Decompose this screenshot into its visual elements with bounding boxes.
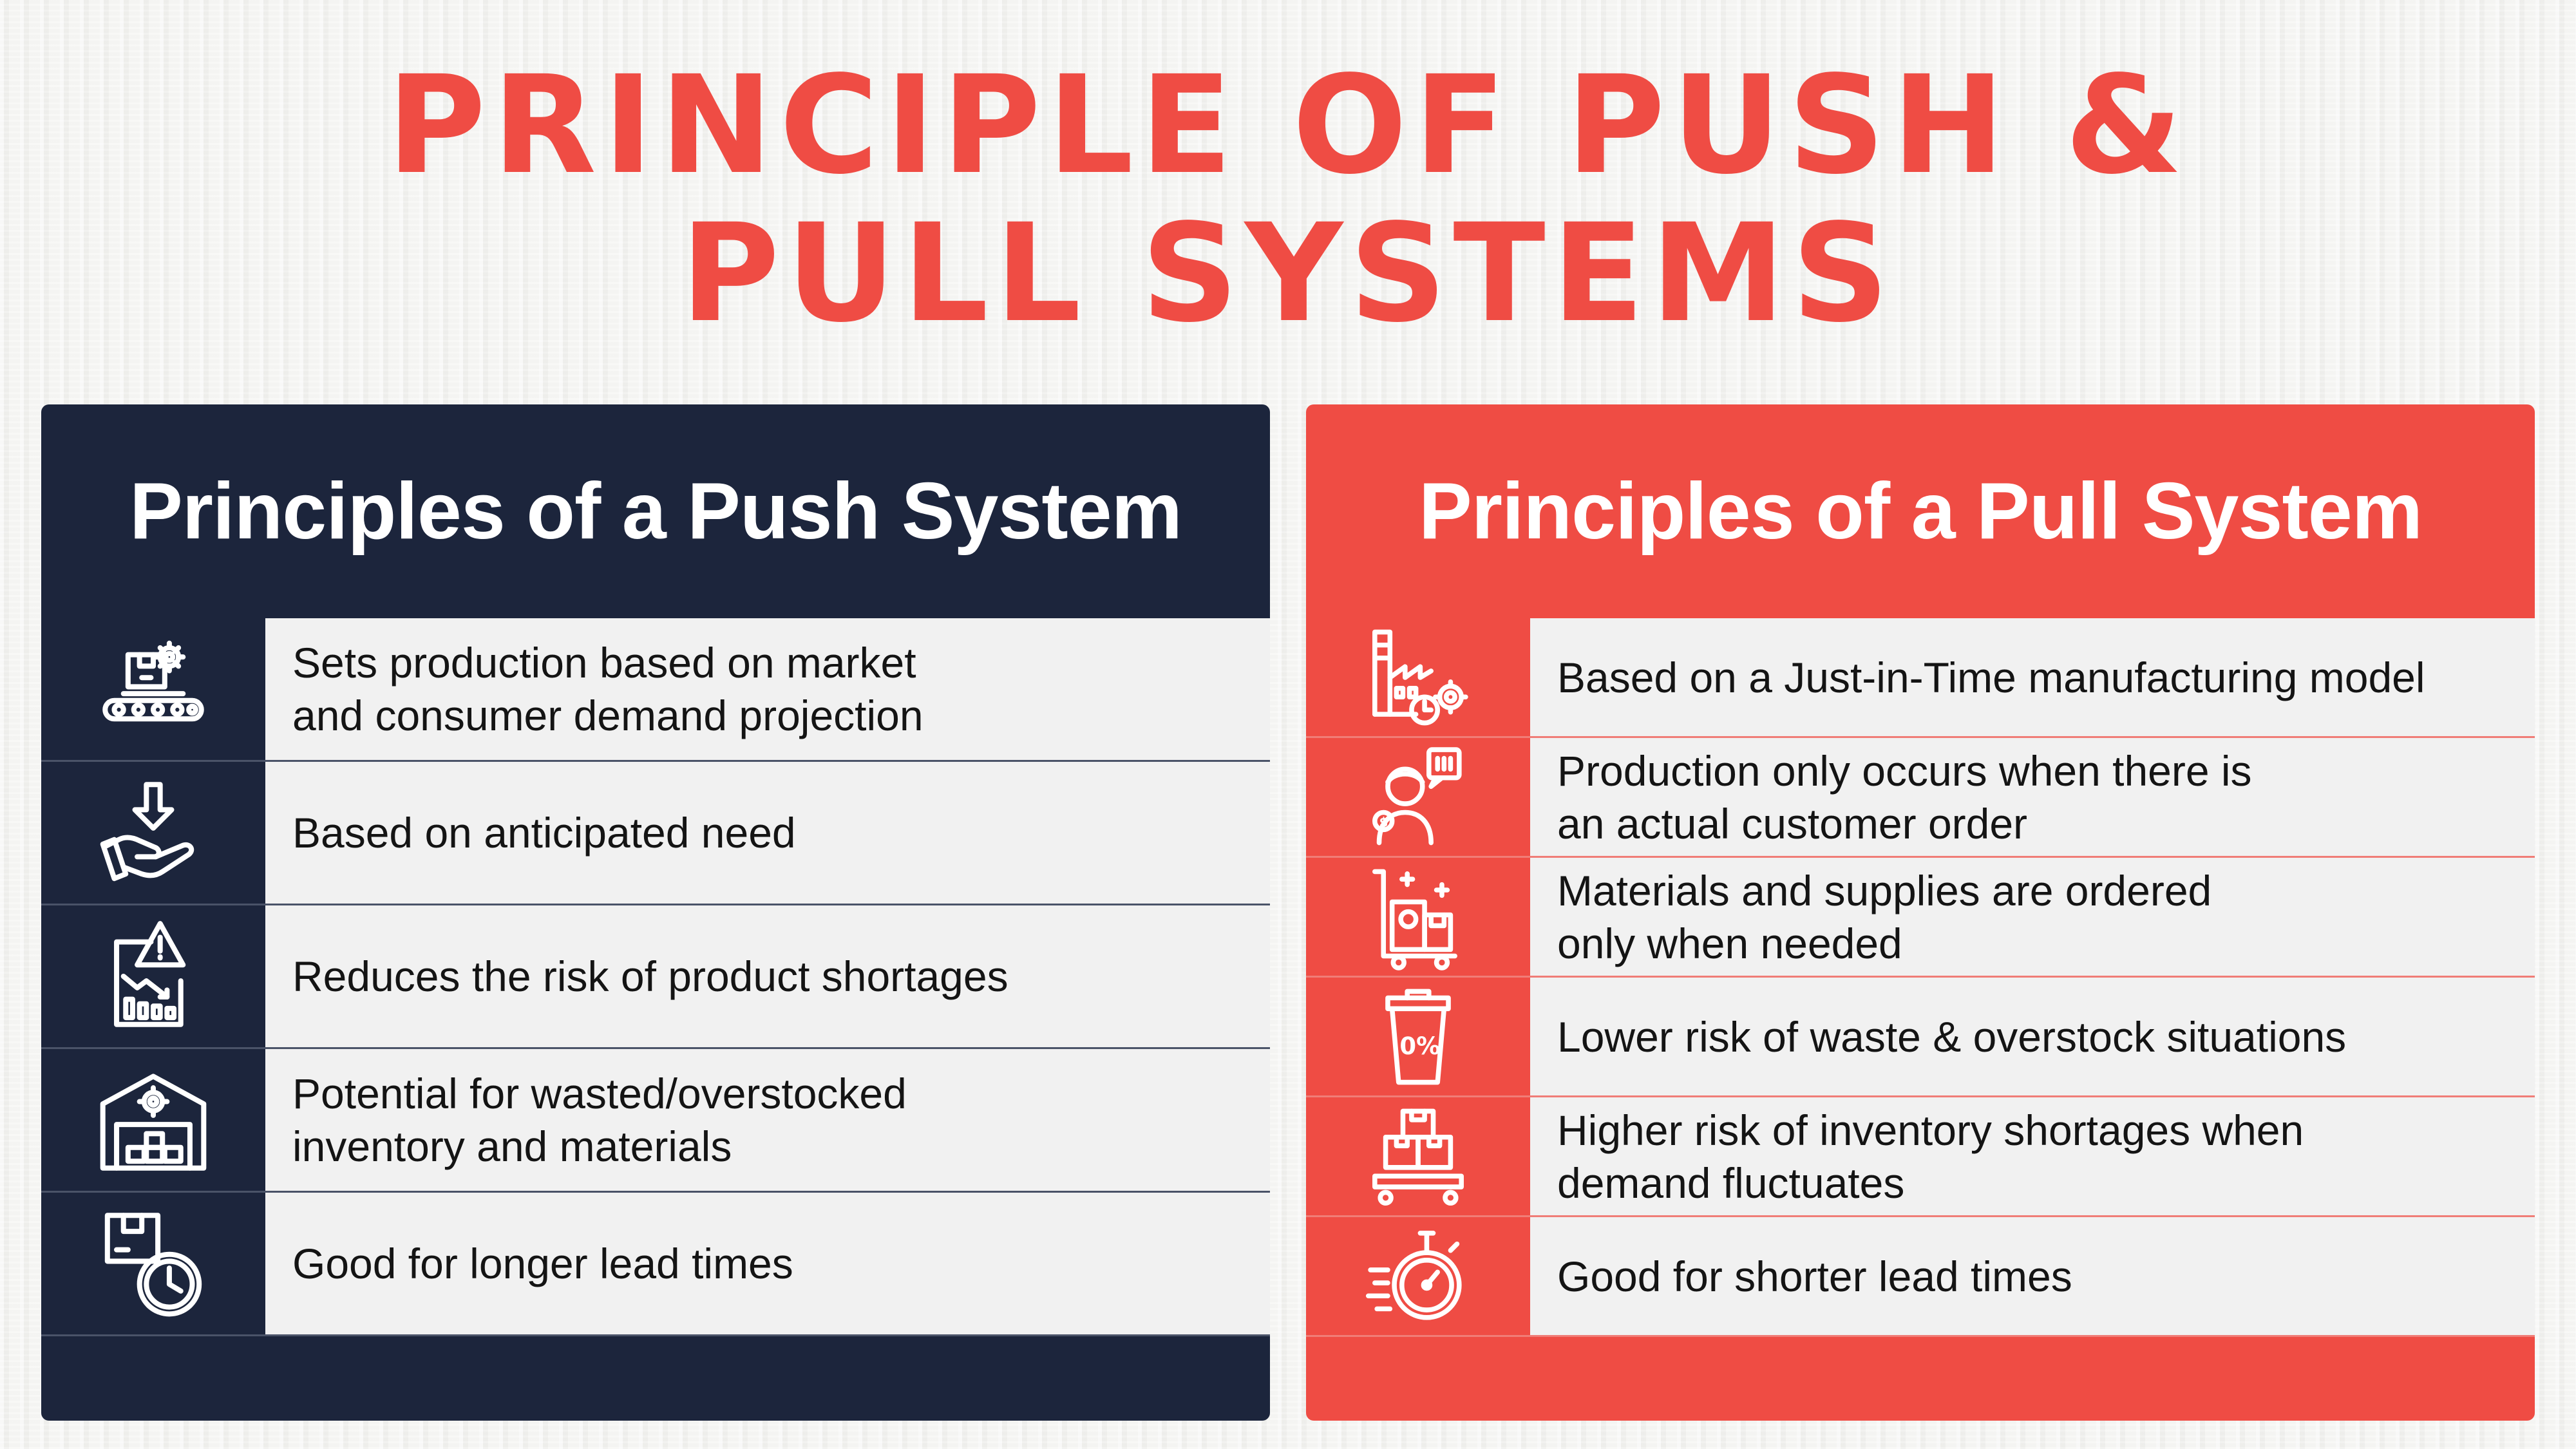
row-text-line: Sets production based on market [292,639,916,687]
row-text-line: Based on anticipated need [292,809,796,857]
row-text-line: Lower risk of waste & overstock situatio… [1557,1012,2347,1061]
list-item: $ Production only occurs when there is a… [1306,738,2535,858]
pull-system-panel: Principles of a Pull System [1306,404,2535,1421]
push-panel-heading: Principles of a Push System [129,467,1182,556]
list-item: Reduces the risk of product shortages [41,905,1270,1049]
row-text-line: an actual customer order [1557,799,2028,848]
zero-percent-label: 0% [1399,1032,1440,1059]
page-title: PRINCIPLE OF PUSH & PULL SYSTEMS [0,52,2576,348]
title-line-2: PULL SYSTEMS [680,194,1896,352]
factory-clock-gear-icon [1306,618,1530,736]
pull-panel-heading: Principles of a Pull System [1419,467,2423,556]
push-system-panel: Principles of a Push System [41,404,1270,1421]
row-text-line: Materials and supplies are ordered [1557,866,2212,914]
row-text-line: demand fluctuates [1557,1159,1905,1207]
box-clock-icon [41,1193,265,1334]
pull-principles-list: Based on a Just-in-Time manufacturing mo… [1306,618,2535,1337]
row-text-line: Reduces the risk of product shortages [292,952,1009,1000]
report-warning-chart-icon [41,905,265,1047]
row-text-line: Good for shorter lead times [1557,1252,2072,1300]
list-item: Higher risk of inventory shortages when … [1306,1097,2535,1217]
list-item: Based on a Just-in-Time manufacturing mo… [1306,618,2535,738]
warehouse-gear-icon [41,1049,265,1191]
stacked-boxes-cart-icon [1306,1097,1530,1215]
push-principles-list: Sets production based on market and cons… [41,618,1270,1336]
row-text-line: Good for longer lead times [292,1240,793,1287]
row-text-line: Production only occurs when there is [1557,746,2252,795]
conveyor-gear-box-icon [41,618,265,760]
list-item: 0% Lower risk of waste & overstock situa… [1306,978,2535,1097]
title-line-1: PRINCIPLE OF PUSH & [386,46,2190,204]
customer-order-icon: $ [1306,738,1530,856]
cart-boxes-icon [1306,858,1530,976]
row-text-line: Based on a Just-in-Time manufacturing mo… [1557,653,2425,701]
list-item: Potential for wasted/overstocked invento… [41,1049,1270,1193]
list-item: Sets production based on market and cons… [41,618,1270,762]
svg-text:$: $ [1379,814,1388,829]
row-text-line: Potential for wasted/overstocked [292,1070,907,1117]
stopwatch-speed-icon [1306,1217,1530,1335]
list-item: Based on anticipated need [41,762,1270,905]
row-text-line: inventory and materials [292,1122,732,1170]
list-item: Good for shorter lead times [1306,1217,2535,1337]
row-text-line: and consumer demand projection [292,692,923,739]
trash-zero-percent-icon: 0% [1306,978,1530,1095]
row-text-line: Higher risk of inventory shortages when [1557,1106,2304,1154]
row-text-line: only when needed [1557,919,1902,967]
list-item: Good for longer lead times [41,1193,1270,1336]
hand-receiving-arrow-icon [41,762,265,904]
list-item: Materials and supplies are ordered only … [1306,858,2535,978]
